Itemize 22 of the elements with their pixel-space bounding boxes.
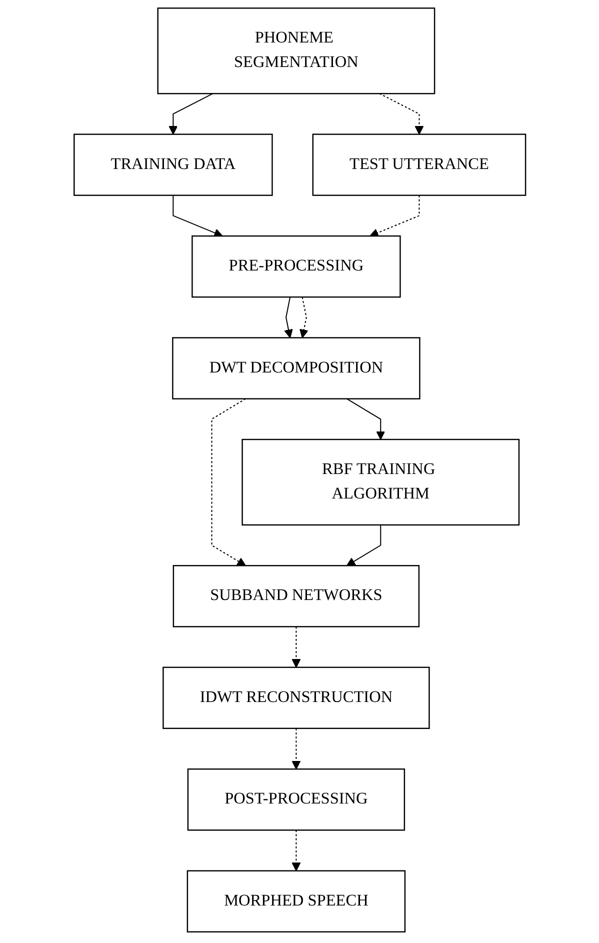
node-box: SUBBAND NETWORKS [172,565,420,628]
node-box: DWT DECOMPOSITION [172,337,420,400]
arrow [299,296,308,338]
arrow [291,626,300,668]
node-box: PRE-PROCESSING [191,235,400,298]
arrow [346,398,385,440]
arrow [291,728,300,770]
arrow [291,830,300,872]
node-box: PHONEME SEGMENTATION [156,8,435,94]
node-box: RBF TRAINING ALGORITHM [241,438,520,526]
node-box: POST-PROCESSING [187,768,405,831]
arrow [168,93,213,135]
arrow [284,296,293,338]
node-box: TRAINING DATA [73,134,272,196]
node-box: TEST UTTERANCE [312,134,526,196]
arrow [378,93,424,135]
arrow [369,195,420,238]
node-box: MORPHED SPEECH [186,870,406,932]
arrow [346,524,381,566]
arrow [210,398,246,566]
node-box: IDWT RECONSTRUCTION [162,666,430,729]
arrow [172,195,222,238]
